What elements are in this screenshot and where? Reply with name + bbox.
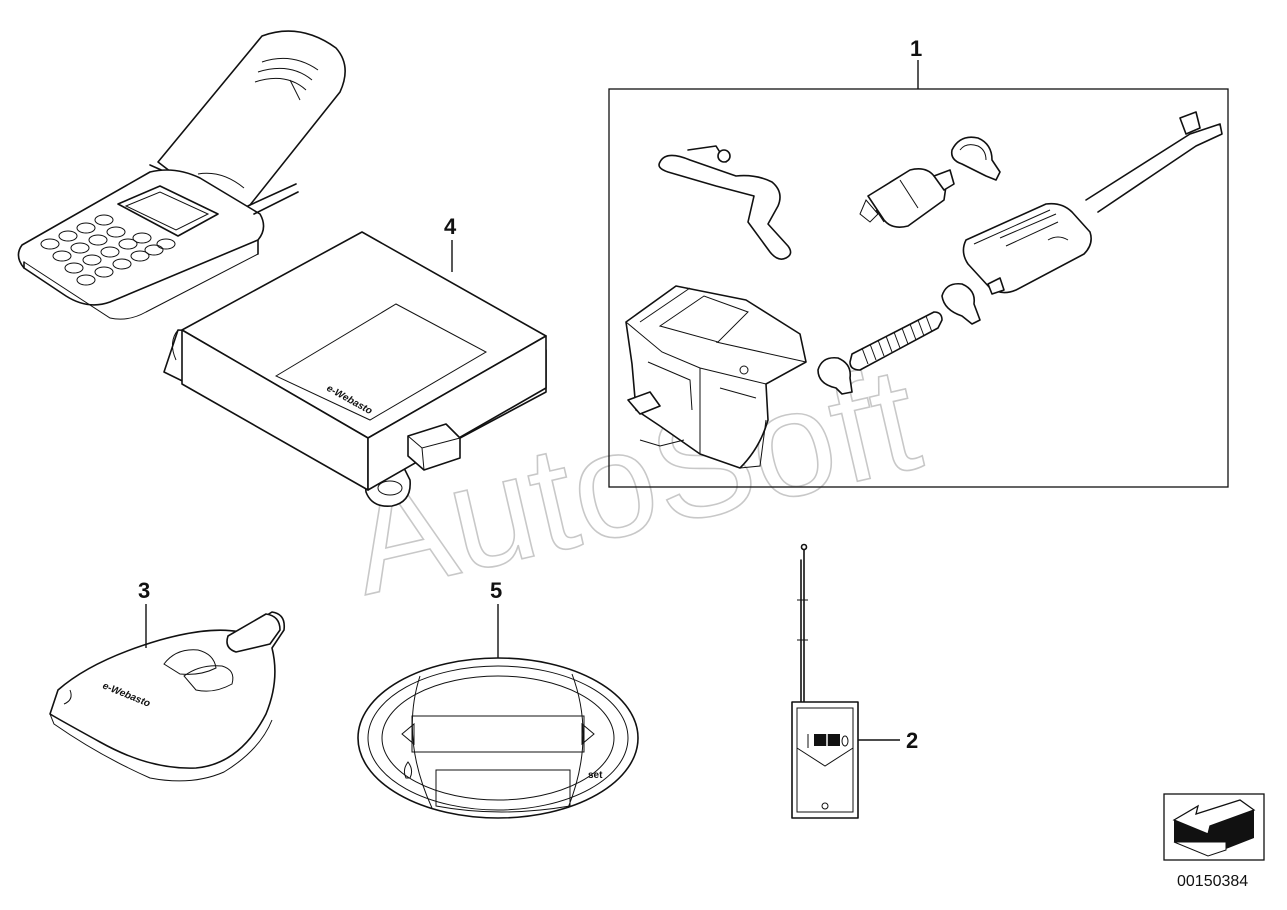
callout-1: 1 <box>910 36 922 61</box>
heater-kit-icon <box>625 111 1223 469</box>
callout-2: 2 <box>906 728 918 753</box>
handheld-transmitter-icon <box>791 543 859 819</box>
callout-3: 3 <box>138 578 150 603</box>
remote-key-icon: e-Webasto <box>49 611 286 782</box>
mobile-phone-icon <box>17 30 346 320</box>
display-set-label: set <box>588 770 603 781</box>
display-panel-icon: set <box>357 657 639 819</box>
control-unit-icon: e-Webasto <box>163 231 547 508</box>
callout-5: 5 <box>490 578 502 603</box>
navigation-arrow-icon <box>1163 793 1265 861</box>
callout-4: 4 <box>444 214 457 239</box>
document-number: 00150384 <box>1177 873 1248 890</box>
